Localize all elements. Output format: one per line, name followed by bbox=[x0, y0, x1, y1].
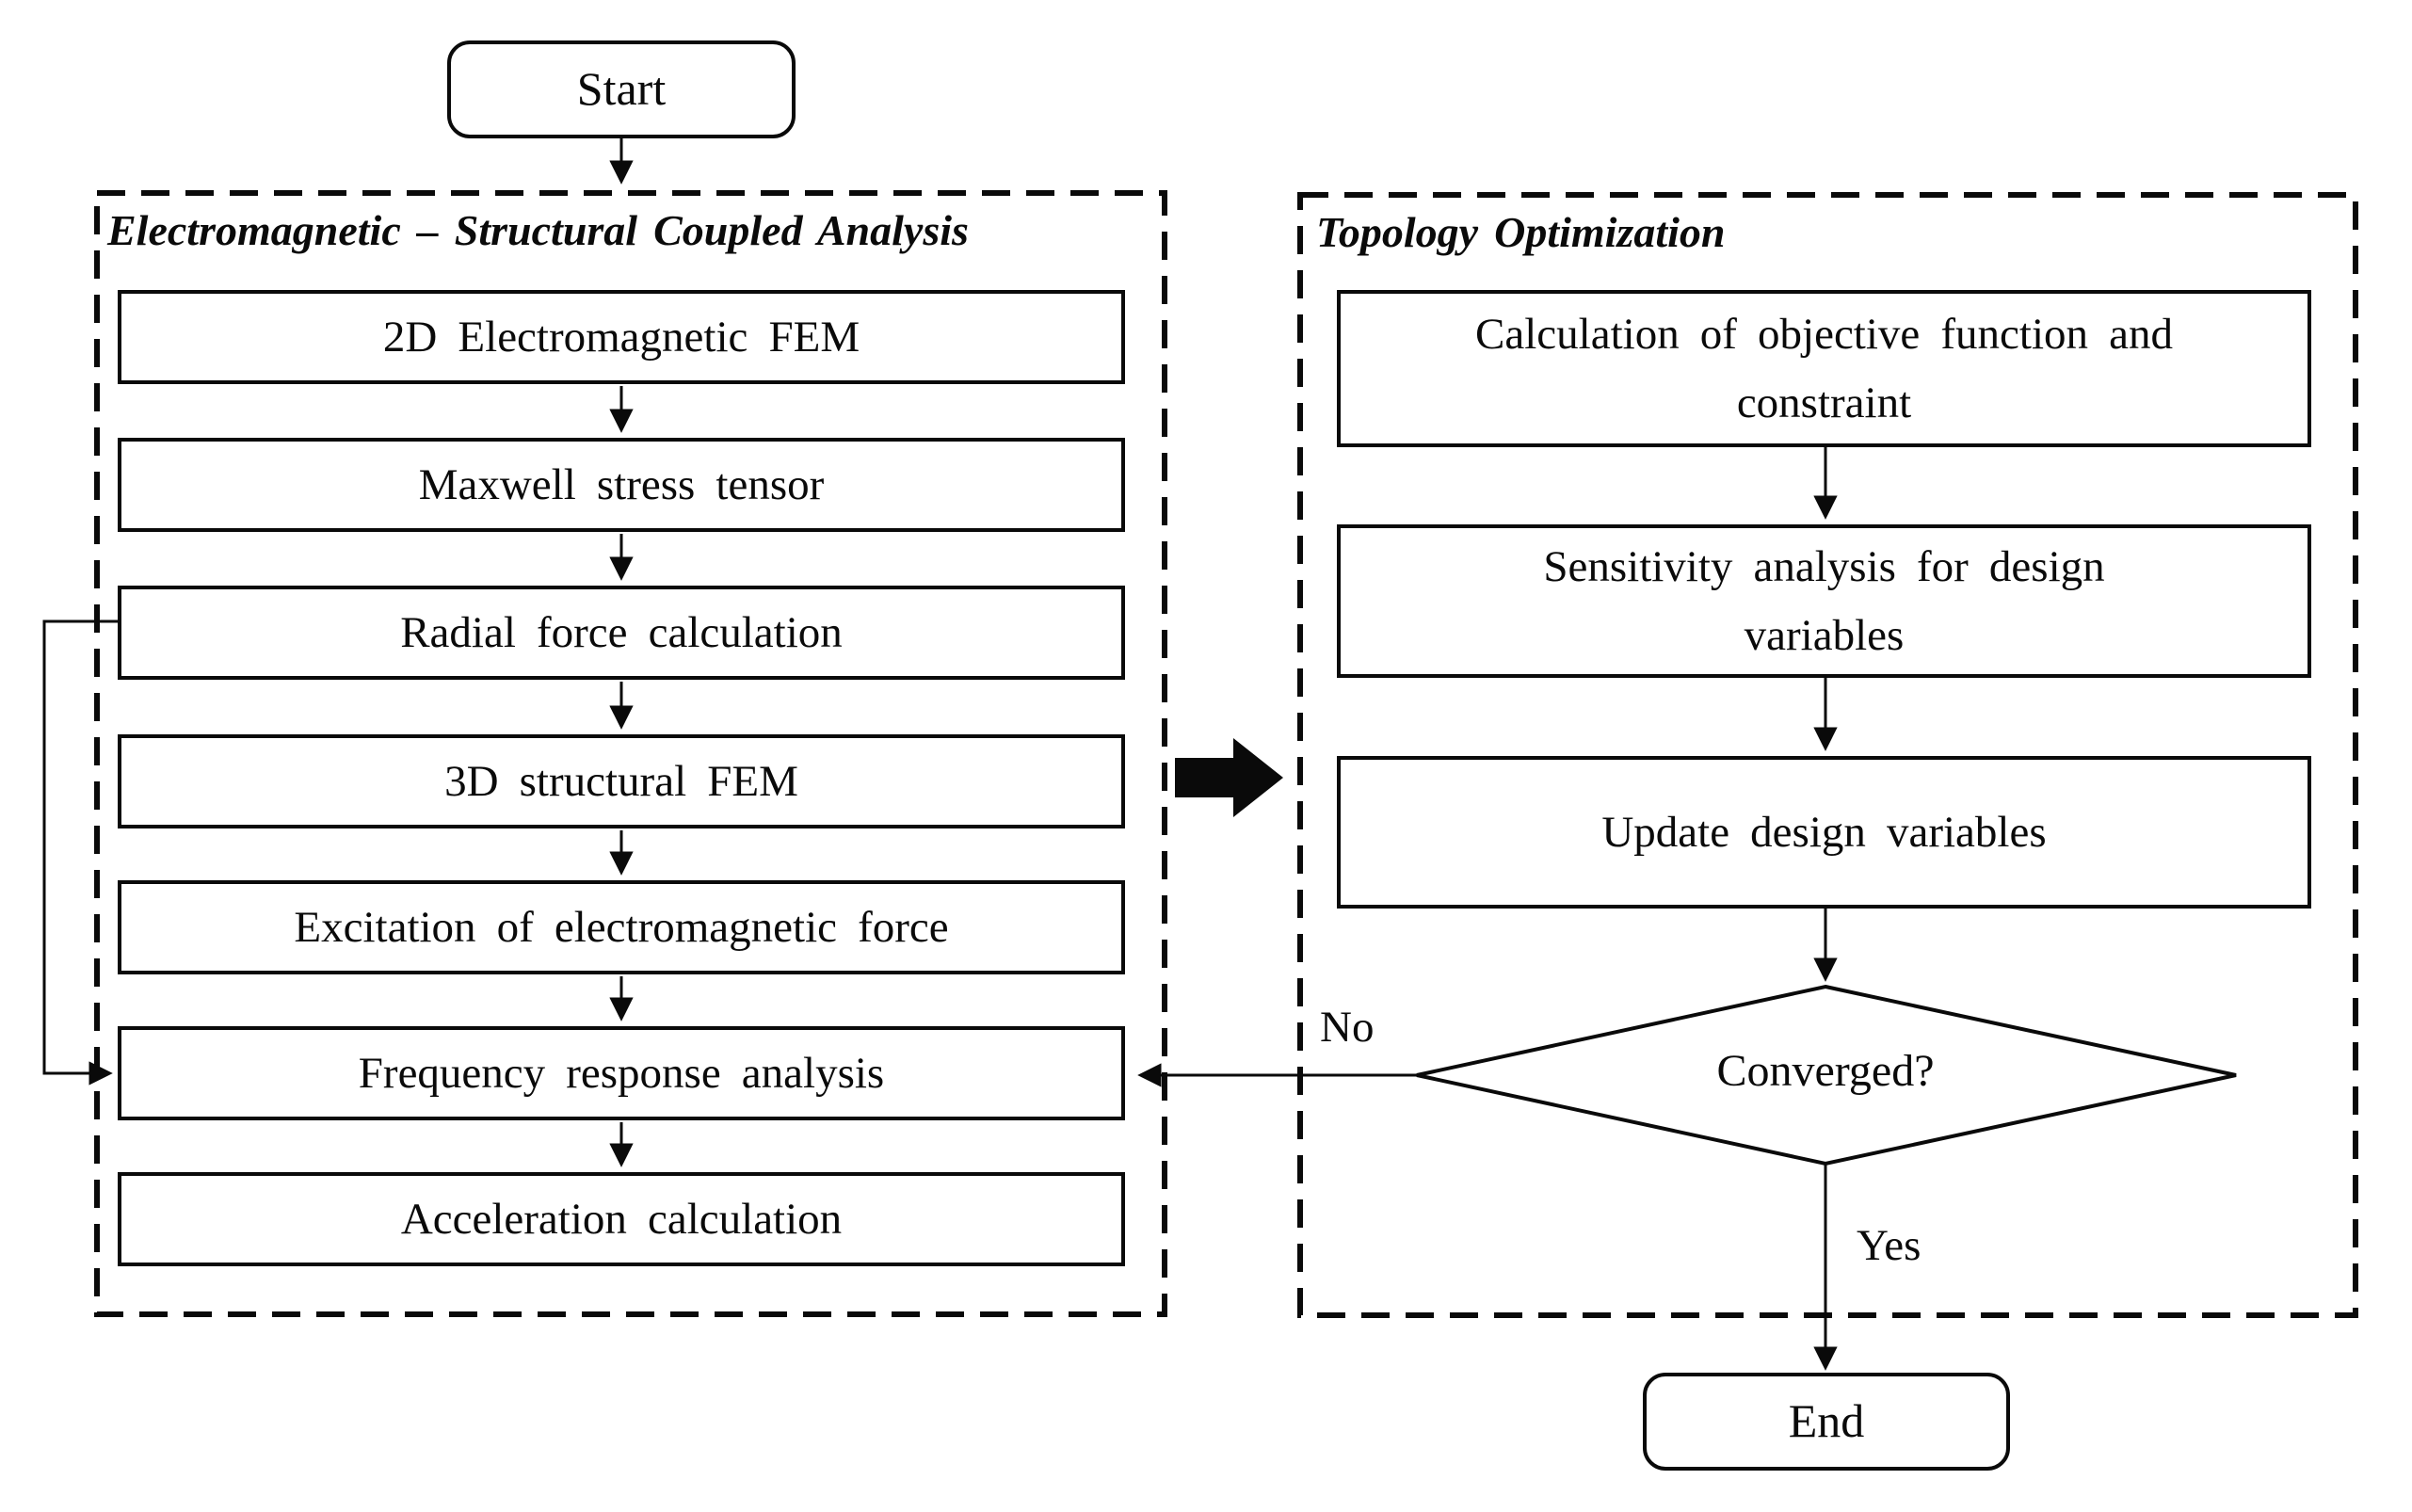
right-panel-border bbox=[1297, 192, 2358, 1318]
process-calculation-of-objective-function: Calculation of objective function and co… bbox=[1337, 290, 2311, 447]
process-radial-force-calculation: Radial force calculation bbox=[118, 586, 1125, 680]
left-panel-border bbox=[94, 190, 1167, 1317]
process-maxwell-stress-tensor: Maxwell stress tensor bbox=[118, 438, 1125, 532]
edge-label-no: No bbox=[1320, 1003, 1375, 1052]
edge-feedback-loop bbox=[42, 619, 118, 1086]
process-excitation-of-electromagnetic-force: Excitation of electromagnetic force bbox=[118, 880, 1125, 974]
right-panel-title: Topology Optimization bbox=[1316, 208, 1726, 256]
process-acceleration-calculation: Acceleration calculation bbox=[118, 1172, 1125, 1266]
end-node: End bbox=[1643, 1373, 2010, 1471]
process-2d-electromagnetic-fem: 2D Electromagnetic FEM bbox=[118, 290, 1125, 384]
process-update-design-variables: Update design variables bbox=[1337, 756, 2311, 909]
edge-label-yes: Yes bbox=[1857, 1221, 1922, 1270]
decision-converged-label: Converged? bbox=[1716, 1046, 1935, 1096]
process-frequency-response-analysis: Frequency response analysis bbox=[118, 1026, 1125, 1120]
process-3d-structural-fem: 3D structural FEM bbox=[118, 734, 1125, 828]
process-sensitivity-analysis: Sensitivity analysis for design variable… bbox=[1337, 524, 2311, 678]
start-node: Start bbox=[447, 40, 796, 138]
block-arrow-icon bbox=[1175, 738, 1283, 817]
left-panel-title: Electromagnetic – Structural Coupled Ana… bbox=[107, 206, 969, 254]
